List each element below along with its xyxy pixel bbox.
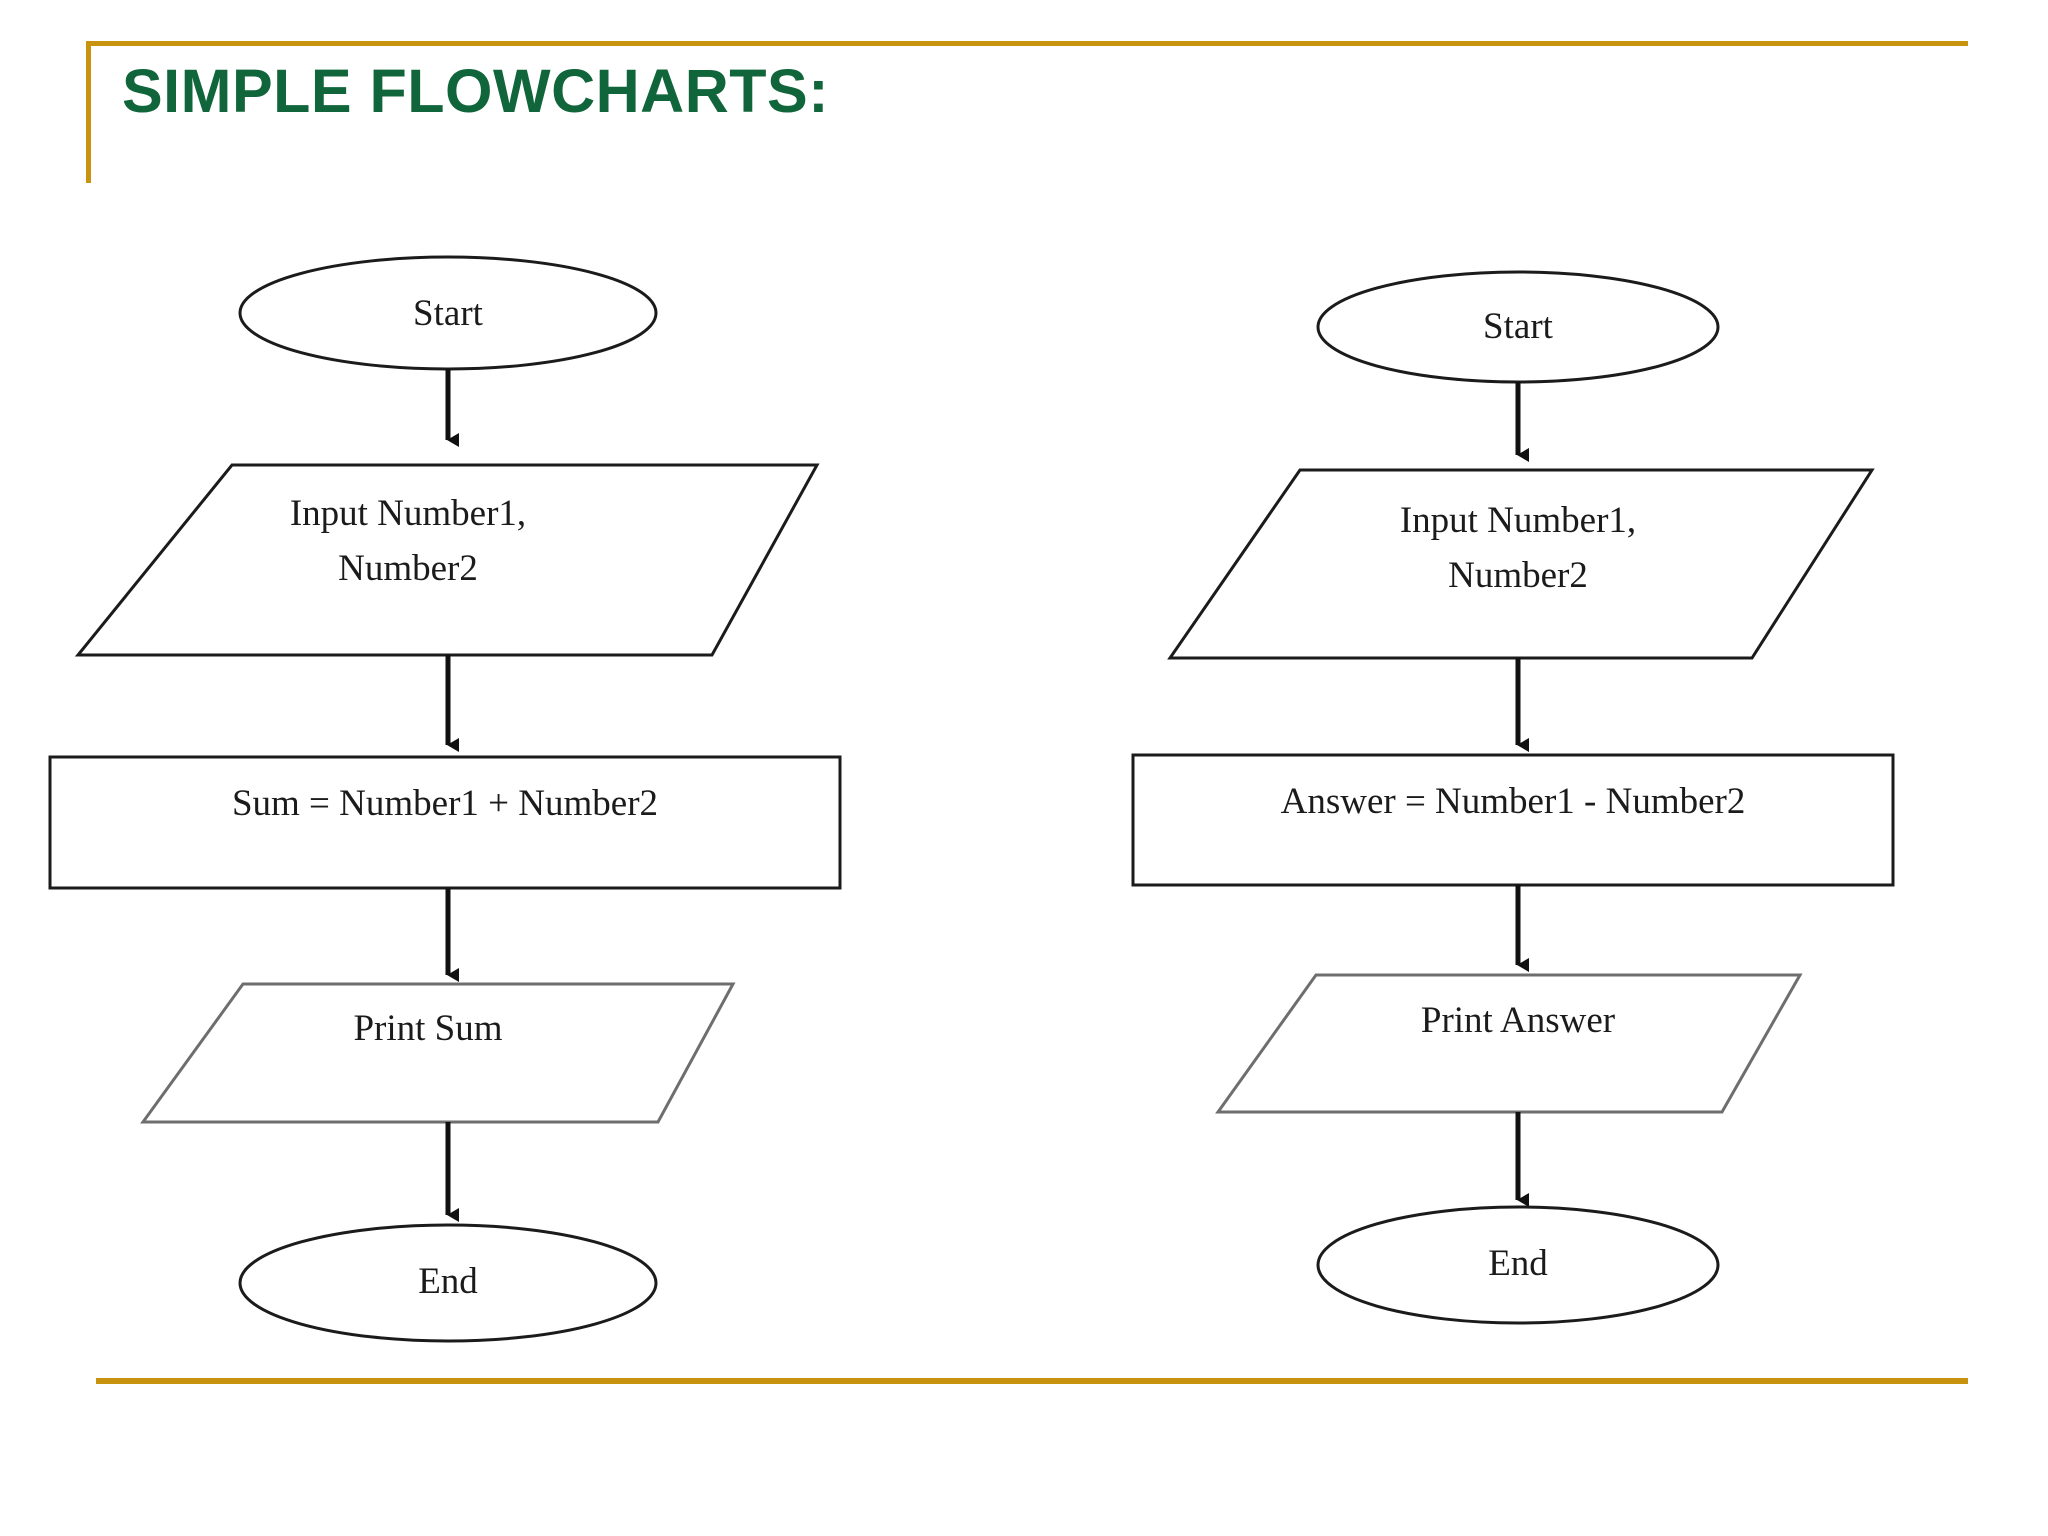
node-start-label-left: Start: [413, 293, 483, 334]
node-end-label-right: End: [1488, 1243, 1548, 1284]
node-input-label-line1-left: Input Number1,: [289, 493, 527, 534]
node-start-shape-left: [238, 255, 658, 371]
title-top-rule: [86, 41, 1968, 46]
node-input-label-line2-left: Number2: [338, 548, 478, 589]
addition-flowchart-shapes: [48, 255, 842, 1343]
page-title: SIMPLE FLOWCHARTS:: [122, 57, 830, 125]
node-input-label-line1-right: Input Number1,: [1399, 500, 1637, 541]
node-input-shape-right: [1167, 468, 1875, 660]
subtraction-flowchart-shapes: [1131, 270, 1895, 1325]
node-start-shape-right: [1316, 270, 1720, 384]
node-output-label-right: Print Answer: [1420, 1000, 1616, 1041]
node-end-label-left: End: [418, 1261, 478, 1302]
node-process-shape-right: [1131, 753, 1895, 887]
bottom-rule: [96, 1378, 1968, 1384]
node-process-shape-left: [48, 755, 842, 890]
node-end-shape-right: [1316, 1205, 1720, 1325]
node-process-label-left: Sum = Number1 + Number2: [231, 783, 659, 824]
node-end-shape-left: [238, 1223, 658, 1343]
node-output-shape-right: [1215, 973, 1803, 1114]
node-start-label-right: Start: [1483, 306, 1553, 347]
node-output-shape-left: [140, 982, 736, 1124]
node-input-shape-left: [74, 463, 820, 657]
node-input-label-line2-right: Number2: [1448, 555, 1588, 596]
node-process-label-right: Answer = Number1 - Number2: [1280, 781, 1746, 822]
title-left-rule: [86, 41, 91, 183]
node-output-label-left: Print Sum: [353, 1008, 503, 1049]
